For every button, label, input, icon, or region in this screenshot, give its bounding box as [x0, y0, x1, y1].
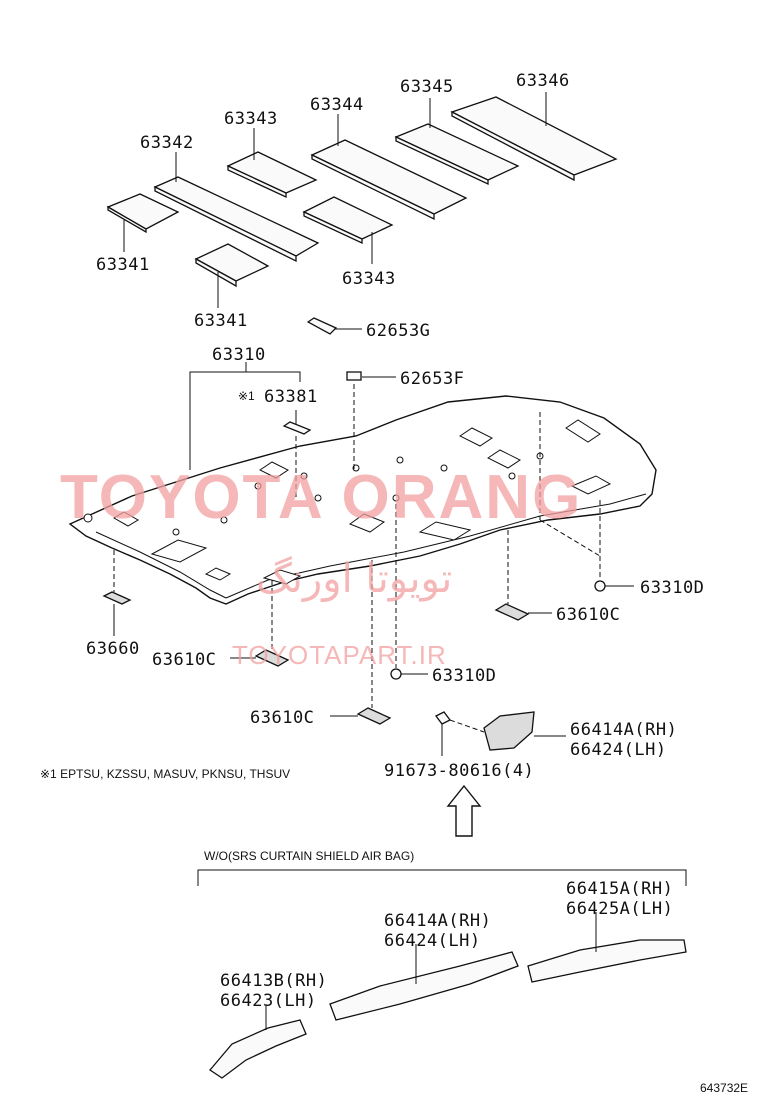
label-63346: 63346 — [516, 71, 570, 91]
figure-id: 643732E — [700, 1081, 748, 1095]
clip-62653G — [306, 317, 338, 335]
watermark-main: TOYOTA ORANG — [60, 463, 582, 532]
label-63342: 63342 — [140, 133, 194, 153]
clip-63610C-c — [494, 603, 530, 621]
label-note-mark: ※1 — [238, 389, 255, 403]
label-63344: 63344 — [310, 95, 364, 115]
clip-62653F — [346, 371, 362, 381]
label-63381: 63381 — [264, 387, 318, 407]
pad-63343-upper — [226, 151, 318, 199]
label-63610C-a: 63610C — [152, 650, 216, 670]
pad-63345 — [394, 123, 520, 186]
watermark-persian: تویوتا اورنگ — [256, 556, 452, 602]
pad-63342 — [153, 176, 320, 263]
label-62653G: 62653G — [366, 321, 430, 341]
label-66424-lh-bottom: 66424(LH) — [384, 931, 481, 951]
label-63310D-a: 63310D — [432, 666, 496, 686]
label-63610C-b: 63610C — [250, 708, 314, 728]
watermark-url: TOYOTAPART.IR — [232, 640, 447, 670]
label-66423-lh: 66423(LH) — [220, 991, 317, 1011]
pad-63341-center — [194, 243, 270, 288]
label-63310: 63310 — [212, 345, 266, 365]
bracket-66413B — [209, 1019, 307, 1079]
up-arrow — [446, 784, 482, 837]
bracket-66414A-upper — [483, 711, 535, 751]
screw-63310D-b — [594, 580, 606, 592]
label-66415A-rh: 66415A(RH) — [566, 879, 673, 899]
label-66414A-rh-top: 66414A(RH) — [570, 720, 677, 740]
bolt-91673 — [435, 711, 451, 756]
variant-caption: W/O(SRS CURTAIN SHIELD AIR BAG) — [204, 849, 414, 863]
label-62653F: 62653F — [400, 369, 464, 389]
label-63341-b: 63341 — [194, 311, 248, 331]
label-66413B-rh: 66413B(RH) — [220, 971, 327, 991]
label-63310D-b: 63310D — [640, 578, 704, 598]
pad-63341-left — [106, 193, 180, 234]
label-63660: 63660 — [86, 639, 140, 659]
label-66424-lh-top: 66424(LH) — [570, 740, 667, 760]
screw-63310D-a — [390, 668, 402, 680]
label-63341-a: 63341 — [96, 255, 150, 275]
clip-63610C-a — [254, 649, 290, 667]
label-63345: 63345 — [400, 77, 454, 97]
label-66414A-rh-bottom: 66414A(RH) — [384, 911, 491, 931]
pad-63343-lower — [302, 196, 394, 245]
bracket-66415A — [527, 939, 687, 983]
clip-63610C-b — [356, 707, 392, 725]
footnote: ※1 EPTSU, KZSSU, MASUV, PKNSU, THSUV — [40, 767, 290, 781]
bracket-66414A-lower — [329, 951, 519, 1021]
pad-63344 — [310, 139, 468, 221]
label-66425A-lh: 66425A(LH) — [566, 899, 673, 919]
label-63343-b: 63343 — [342, 269, 396, 289]
strip-63381 — [282, 421, 312, 435]
headliner-63310 — [68, 395, 657, 605]
label-63343-a: 63343 — [224, 109, 278, 129]
pad-63346 — [450, 96, 618, 182]
label-63610C-c: 63610C — [556, 605, 620, 625]
label-91673: 91673-80616(4) — [384, 761, 534, 781]
clip-63660 — [102, 591, 132, 605]
